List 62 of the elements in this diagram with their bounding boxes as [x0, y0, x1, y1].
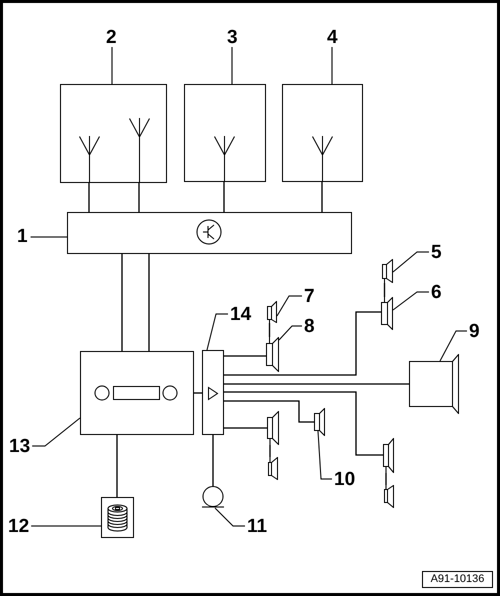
tweeter-icon: [268, 457, 278, 480]
control-unit-box: [67, 212, 352, 254]
callout-number: 10: [334, 470, 356, 489]
callout-number: 1: [17, 227, 28, 246]
leader-line: [440, 330, 468, 362]
figure-code-label: A91-10136: [422, 571, 493, 588]
callout-number: 11: [247, 517, 268, 536]
wire: [224, 391, 383, 456]
wire: [269, 445, 271, 457]
wire: [138, 183, 140, 212]
leader-line: [276, 296, 302, 316]
wire: [224, 427, 267, 429]
wire: [148, 254, 150, 351]
amplifier-box: [202, 350, 224, 435]
leader-line: [392, 252, 430, 272]
callout-number: 8: [304, 317, 315, 336]
callout-number: 7: [304, 287, 315, 306]
antenna-module-box: [60, 84, 167, 183]
leader-line: [206, 314, 228, 350]
callout-number: 14: [230, 305, 252, 324]
wire: [224, 355, 266, 357]
leader-line: [278, 326, 302, 340]
tweeter-icon: [267, 301, 277, 323]
leader-line: [392, 292, 430, 310]
wire: [194, 392, 202, 394]
tweeter-icon: [382, 259, 393, 283]
callout-number: 12: [8, 517, 30, 536]
microphone-icon: [202, 486, 224, 508]
leader-line: [30, 236, 68, 238]
wire: [88, 183, 90, 212]
speaker-icon: [267, 411, 279, 445]
wire: [223, 182, 225, 212]
speaker-icon: [314, 408, 325, 436]
wire: [384, 283, 386, 297]
speaker-icon: [383, 438, 394, 473]
callout-number: 5: [431, 243, 442, 262]
callout-number: 3: [227, 28, 238, 47]
leader-line: [214, 508, 246, 526]
antenna-module-box: [282, 84, 363, 182]
callout-number: 9: [469, 322, 480, 341]
callout-number: 4: [327, 28, 338, 47]
wire: [224, 400, 314, 423]
wire: [321, 182, 323, 212]
speaker-icon: [266, 337, 279, 372]
subwoofer-icon: [409, 354, 459, 414]
wire: [385, 473, 387, 485]
tweeter-icon: [384, 485, 394, 508]
wire: [224, 311, 381, 376]
radio-unit-box: [80, 351, 194, 435]
callout-number: 2: [106, 28, 117, 47]
speaker-icon: [381, 297, 393, 330]
callout-number: 13: [9, 437, 30, 456]
disc-changer-box: [101, 497, 134, 538]
wire: [121, 254, 123, 351]
leader-line: [32, 418, 80, 446]
callout-number: 6: [431, 283, 442, 302]
leader-line: [318, 430, 332, 480]
antenna-module-box: [184, 84, 266, 182]
wire: [224, 383, 409, 385]
wire: [268, 323, 270, 337]
wire: [116, 435, 118, 497]
wire: [212, 435, 214, 486]
